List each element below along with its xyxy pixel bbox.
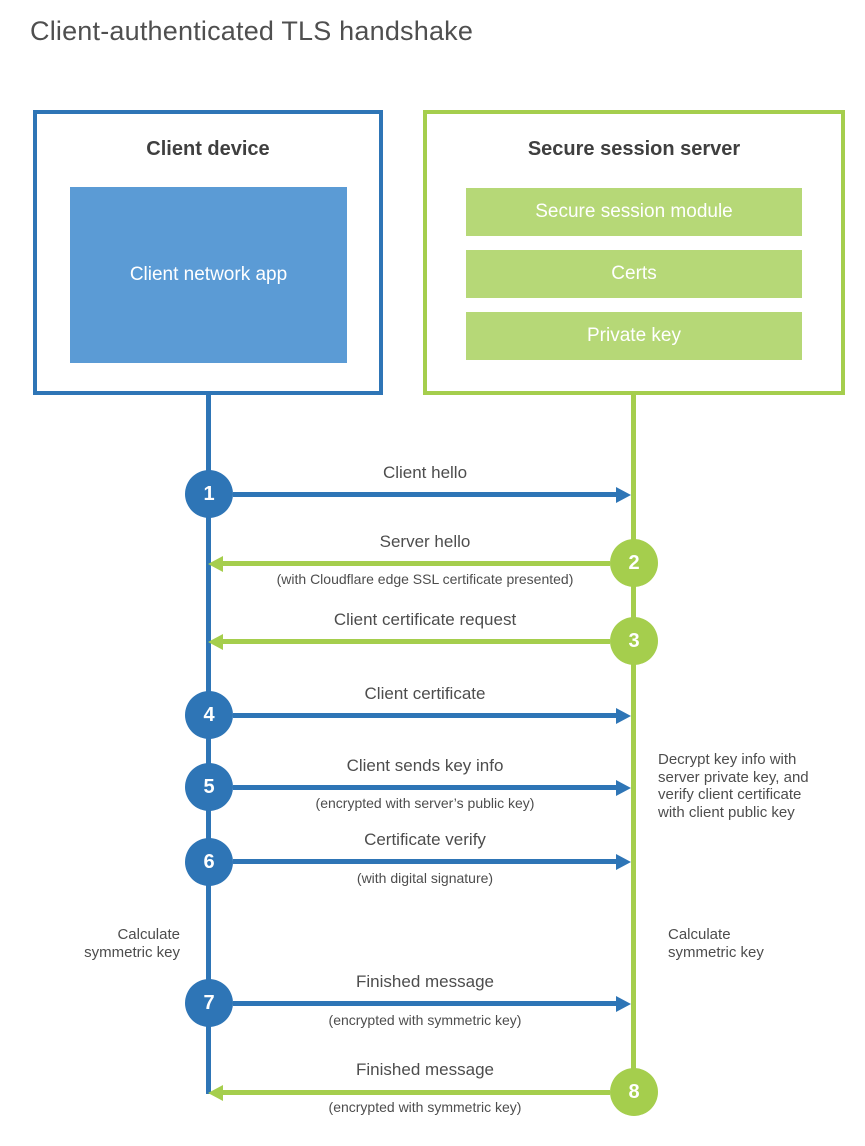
server-lifeline (631, 395, 636, 1093)
step-1-circle: 1 (185, 470, 233, 518)
step-6-circle: 6 (185, 838, 233, 886)
step-1-number: 1 (203, 482, 215, 505)
step-7-label: Finished message (356, 972, 494, 991)
server-module-certs: Certs (466, 250, 802, 298)
client-device-title: Client device (146, 138, 270, 160)
client-lifeline (206, 395, 211, 1094)
server-decrypt-note: Decrypt key info with server private key… (658, 751, 809, 821)
step-5-sublabel: (encrypted with server’s public key) (315, 795, 535, 811)
step-5-arrow (233, 780, 631, 796)
server-module-secure-session: Secure session module (466, 188, 802, 236)
step-8-arrow (208, 1085, 610, 1101)
server-calculate-symmetric-key-note: Calculate symmetric key (668, 926, 764, 961)
step-5-number: 5 (203, 775, 215, 798)
step-8-sublabel: (encrypted with symmetric key) (328, 1099, 522, 1115)
step-6-number: 6 (203, 850, 215, 873)
step-4-number: 4 (203, 703, 215, 726)
secure-session-server-title: Secure session server (527, 138, 741, 160)
step-3-circle: 3 (610, 617, 658, 665)
step-2-sublabel: (with Cloudflare edge SSL certificate pr… (276, 571, 574, 587)
server-module-stack: Secure session module Certs Private key (466, 188, 802, 374)
step-3-label: Client certificate request (333, 610, 517, 629)
step-2-circle: 2 (610, 539, 658, 587)
step-3-arrow (208, 634, 610, 650)
step-6-arrow (233, 854, 631, 870)
step-2-number: 2 (628, 551, 640, 574)
client-calculate-symmetric-key-note: Calculate symmetric key (84, 926, 180, 961)
step-4-circle: 4 (185, 691, 233, 739)
step-5-label: Client sends key info (346, 756, 504, 775)
client-network-app-rect: Client network app (70, 187, 347, 363)
step-1-label: Client hello (382, 463, 468, 482)
page-title: Client-authenticated TLS handshake (30, 16, 474, 46)
step-4-label: Client certificate (364, 684, 486, 703)
client-device-box: Client device Client network app (33, 110, 383, 395)
step-5-circle: 5 (185, 763, 233, 811)
secure-session-server-box: Secure session server Secure session mod… (423, 110, 845, 395)
step-8-number: 8 (628, 1080, 640, 1103)
client-network-app-label: Client network app (129, 264, 288, 286)
step-7-number: 7 (203, 991, 215, 1014)
step-2-label: Server hello (379, 532, 471, 551)
step-8-label: Finished message (356, 1060, 494, 1079)
step-4-arrow (233, 708, 631, 724)
step-7-sublabel: (encrypted with symmetric key) (328, 1012, 522, 1028)
step-2-arrow (208, 556, 610, 572)
step-1-arrow (233, 487, 631, 503)
step-7-circle: 7 (185, 979, 233, 1027)
step-3-number: 3 (628, 629, 640, 652)
step-6-label: Certificate verify (364, 830, 486, 849)
step-7-arrow (233, 996, 631, 1012)
step-6-sublabel: (with digital signature) (356, 870, 494, 886)
server-module-private-key: Private key (466, 312, 802, 360)
step-8-circle: 8 (610, 1068, 658, 1116)
